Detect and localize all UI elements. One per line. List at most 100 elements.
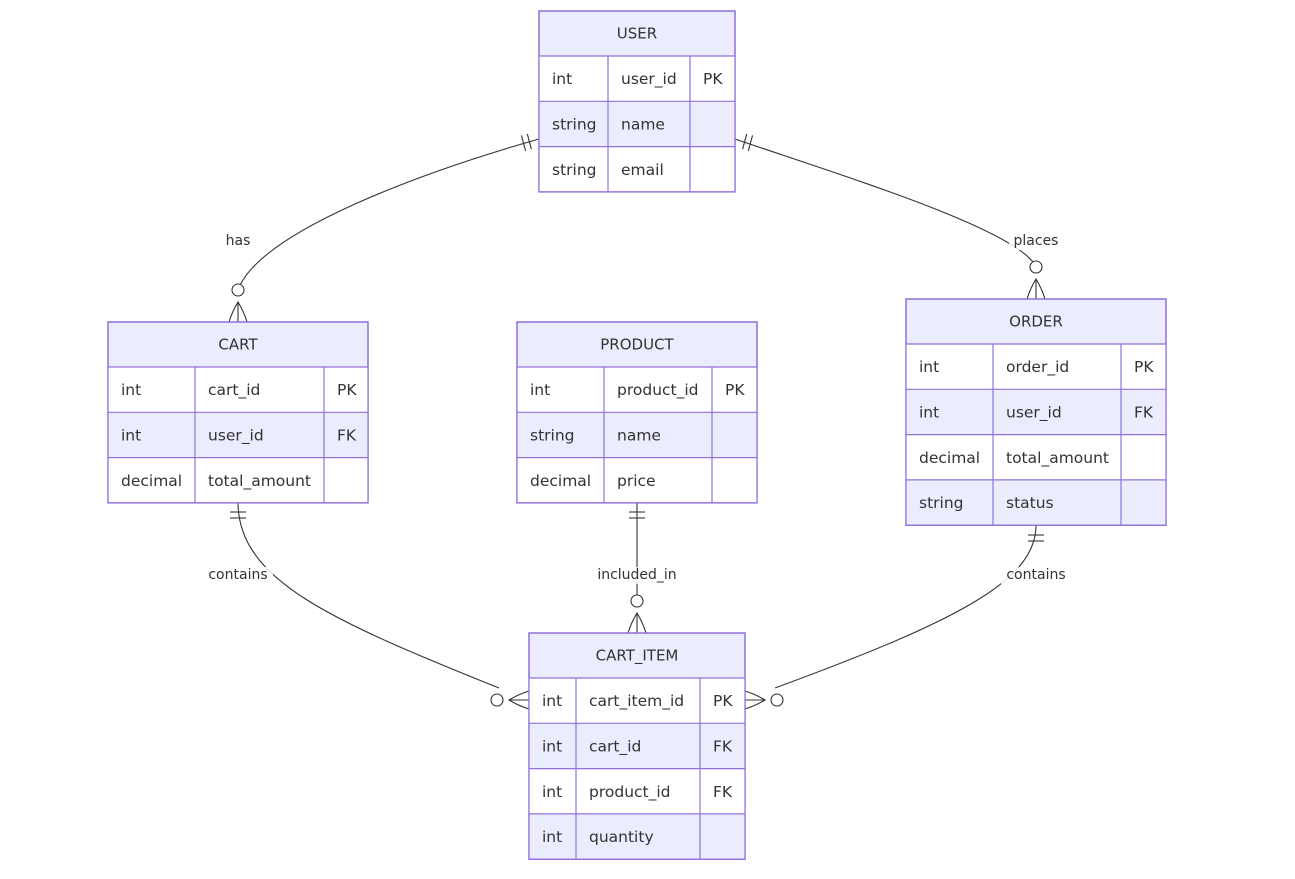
label-background	[203, 567, 273, 584]
attribute-type: string	[919, 494, 964, 512]
attribute-name: cart_item_id	[589, 692, 684, 711]
relationship-label: places	[1014, 233, 1059, 249]
attribute-row	[529, 813, 745, 860]
zero-or-many-marker	[228, 283, 248, 323]
relationship-label-order-cartitem: contains	[1001, 567, 1071, 584]
entity-title: USER	[617, 25, 657, 43]
relationship-label-user-order: places	[1009, 233, 1063, 250]
entity-title: PRODUCT	[600, 336, 674, 354]
relationship-line	[734, 138, 1037, 268]
attribute-row	[906, 434, 1166, 480]
attribute-row	[517, 457, 757, 503]
attribute-key: PK	[725, 381, 745, 399]
zero-or-many-marker	[1026, 260, 1046, 300]
attribute-type: decimal	[121, 472, 182, 490]
attribute-row	[108, 367, 368, 413]
attribute-row	[539, 146, 735, 192]
attribute-type: string	[552, 161, 597, 179]
attribute-key: PK	[1134, 358, 1154, 376]
attribute-row	[517, 367, 757, 413]
exactly-one-marker	[629, 511, 645, 519]
attribute-row	[529, 678, 745, 724]
attribute-name: order_id	[1006, 358, 1069, 377]
attribute-name: price	[617, 472, 656, 490]
attribute-name: cart_id	[208, 381, 260, 400]
attribute-type: string	[530, 426, 575, 444]
label-background	[1001, 567, 1071, 584]
attribute-name: cart_id	[589, 737, 641, 756]
attribute-name: user_id	[208, 426, 264, 445]
attribute-name: user_id	[1006, 403, 1062, 422]
attribute-name: total_amount	[208, 472, 311, 491]
attribute-type: int	[542, 692, 562, 710]
entity-user[interactable]: USER int user_id PK string name string email	[538, 10, 736, 193]
attribute-row	[906, 389, 1166, 435]
attribute-key: FK	[1134, 403, 1154, 421]
attribute-type: int	[542, 737, 562, 755]
attribute-name: user_id	[621, 70, 677, 89]
exactly-one-marker	[230, 511, 246, 519]
entity-order[interactable]: ORDER int order_id PK int user_id FK decimal tot…	[905, 298, 1167, 526]
attribute-key: FK	[713, 737, 733, 755]
attribute-name: total_amount	[1006, 449, 1109, 468]
exactly-one-marker	[742, 133, 754, 152]
attribute-type: decimal	[919, 449, 980, 467]
attribute-key: PK	[337, 381, 357, 399]
relationship-line	[237, 501, 500, 689]
attribute-name: product_id	[617, 381, 699, 400]
attribute-type: int	[530, 381, 550, 399]
attribute-type: string	[552, 115, 597, 133]
entity-product[interactable]: PRODUCT int product_id PK string name decimal p…	[516, 321, 758, 504]
label-background	[1009, 233, 1063, 250]
relationship-label-cart-cartitem: contains	[203, 567, 273, 584]
relationship-label: has	[226, 233, 251, 249]
attribute-type: int	[542, 828, 562, 846]
relationship-label: included_in	[597, 567, 676, 583]
label-background	[223, 233, 253, 250]
attribute-type: int	[121, 381, 141, 399]
attribute-type: int	[121, 426, 141, 444]
attribute-row	[529, 768, 745, 814]
attribute-row	[108, 412, 368, 458]
attribute-type: int	[552, 70, 572, 88]
label-background	[590, 567, 684, 584]
zero-or-many-marker	[490, 690, 530, 710]
relationship-cart-cartitem[interactable]	[230, 501, 530, 710]
attribute-type: int	[542, 783, 562, 801]
relationship-labels: has places contains included_in contains	[203, 233, 1071, 584]
relationship-label: contains	[1006, 567, 1065, 583]
attribute-key: PK	[713, 692, 733, 710]
exactly-one-marker	[1028, 534, 1044, 542]
attribute-row	[517, 412, 757, 458]
relationship-product-cartitem[interactable]	[627, 502, 647, 634]
relationship-user-order[interactable]	[734, 133, 1046, 300]
attribute-key: PK	[703, 70, 723, 88]
relationship-label-user-cart: has	[223, 233, 253, 250]
attribute-name: name	[621, 115, 665, 133]
zero-or-many-marker	[744, 690, 784, 710]
attribute-name: email	[621, 161, 664, 179]
exactly-one-marker	[520, 133, 532, 152]
attribute-name: product_id	[589, 783, 671, 802]
entity-title: CART_ITEM	[596, 647, 679, 666]
entity-title: ORDER	[1009, 313, 1063, 331]
relationship-label-product-cartitem: included_in	[590, 567, 684, 584]
attribute-type: int	[919, 358, 939, 376]
attribute-row	[906, 479, 1166, 526]
entity-title: CART	[218, 336, 258, 354]
attribute-row	[539, 101, 735, 147]
attribute-row	[539, 56, 735, 102]
relationship-order-cartitem[interactable]	[744, 524, 1044, 710]
attribute-row	[529, 723, 745, 769]
attribute-type: int	[919, 403, 939, 421]
attribute-row	[108, 457, 368, 503]
attribute-name: quantity	[589, 828, 654, 846]
relationship-label: contains	[208, 567, 267, 583]
attribute-type: decimal	[530, 472, 591, 490]
relationship-user-cart[interactable]	[228, 133, 540, 323]
attribute-name: name	[617, 426, 661, 444]
